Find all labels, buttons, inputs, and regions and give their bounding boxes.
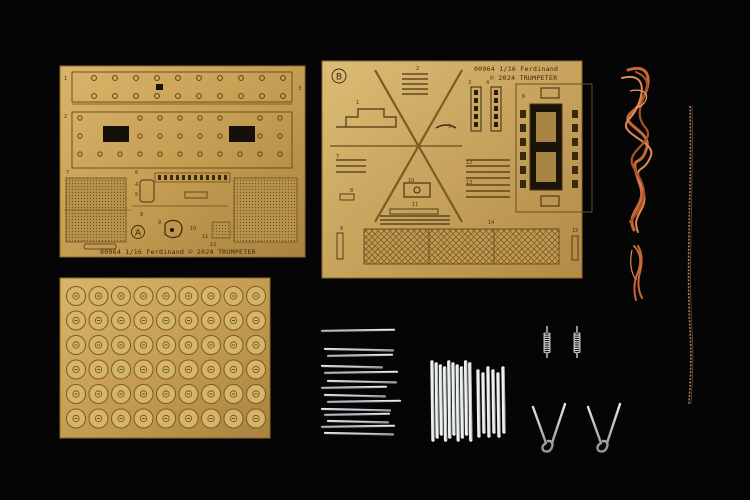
steel-pin (320, 424, 396, 429)
fret-a-part-number: 3 (298, 86, 301, 92)
steel-pin (323, 393, 387, 398)
fret-a-part-number: 12 (210, 242, 216, 248)
white-rod (468, 362, 473, 442)
steel-pin (320, 385, 388, 390)
copper-wire-coils (621, 66, 653, 301)
fret-b-letter-ring (331, 68, 347, 84)
fret-b-part-number: 14 (488, 220, 494, 226)
fret-b-part-number: 2 (416, 66, 419, 72)
fret-a-letter: A (135, 229, 142, 239)
white-rod (486, 366, 491, 438)
fret-b-marking-code: 00964 1/16 Ferdinand (474, 65, 558, 73)
white-rod (434, 362, 439, 439)
steel-pin (326, 419, 390, 424)
metal-chain (687, 105, 694, 405)
steel-pin (323, 412, 391, 417)
white-rod (455, 364, 460, 442)
white-rod (501, 366, 506, 434)
steel-pin (320, 407, 392, 412)
fret-b-part-number: 9 (340, 226, 343, 232)
fret-b-part-number: 7 (336, 154, 339, 160)
white-rod (430, 360, 435, 442)
fret-a-part-number: 10 (190, 226, 196, 232)
fret-b-mesh-strip (363, 228, 560, 265)
fret-b-marking-brand: © 2024 TRUMPETER (490, 74, 557, 82)
fret-b-part-number: 4 (486, 80, 489, 86)
fret-b-part-number: 10 (408, 178, 414, 184)
fret-b-part-number: 5 (448, 124, 451, 130)
fret-b-letter: B (336, 73, 342, 83)
fret-a-part-number: 4 (135, 182, 138, 188)
fret-a-letter-ring (131, 225, 145, 239)
fret-b-part-number: 3 (468, 80, 471, 86)
fret-a-part-number: 7 (66, 170, 69, 176)
fret-b-part-number: 12 (466, 160, 472, 166)
steel-pin (323, 431, 395, 436)
photo-etch-fret-a: A 00964 1/16 Ferdinand © 2024 TRUMPETER … (59, 65, 306, 258)
white-rod (476, 369, 481, 438)
fret-a-part-number: 9 (158, 220, 161, 226)
fret-a-part-number: 1 (64, 76, 67, 82)
fret-b-part-number: 15 (572, 228, 578, 234)
photo-etch-fret-b: B 00964 1/16 Ferdinand © 2024 TRUMPETER (321, 60, 593, 279)
white-rod (447, 360, 452, 439)
fret-b-part-number: 8 (350, 188, 353, 194)
fret-a-part-number: 5 (135, 192, 138, 198)
steel-pin (323, 370, 399, 375)
white-rod (459, 366, 465, 439)
small-springs (543, 326, 581, 358)
fret-a-part-number: 11 (202, 234, 208, 240)
torsion-springs (531, 402, 622, 453)
steel-pin (320, 328, 396, 333)
fret-a-part-number: 8 (140, 212, 143, 218)
white-rod (463, 360, 469, 436)
fret-b-part-number: 11 (412, 202, 418, 208)
fret-a-part-number: 2 (64, 114, 67, 120)
steel-pin (326, 379, 398, 384)
steel-pin (326, 353, 394, 358)
fret-b-part-number: 13 (466, 180, 472, 186)
white-rod (491, 369, 496, 434)
white-rod (496, 372, 501, 438)
fret-a-marking: 00964 1/16 Ferdinand © 2024 TRUMPETER (100, 248, 256, 256)
white-rod (451, 362, 456, 436)
white-rod (481, 372, 486, 434)
fret-b-part-number: 6 (522, 94, 525, 100)
fret-b-part-number: 1 (356, 100, 359, 106)
steel-pin (326, 399, 402, 404)
steel-pins (320, 328, 402, 436)
white-rod (442, 366, 448, 442)
white-rod (438, 364, 444, 436)
steel-pin (323, 347, 395, 352)
mesh-grille-right (233, 177, 298, 243)
photo-etch-washer-fret (59, 277, 271, 439)
white-plastic-rods (430, 360, 506, 442)
fret-a-part-number: 6 (135, 170, 138, 176)
steel-pin (320, 364, 384, 369)
